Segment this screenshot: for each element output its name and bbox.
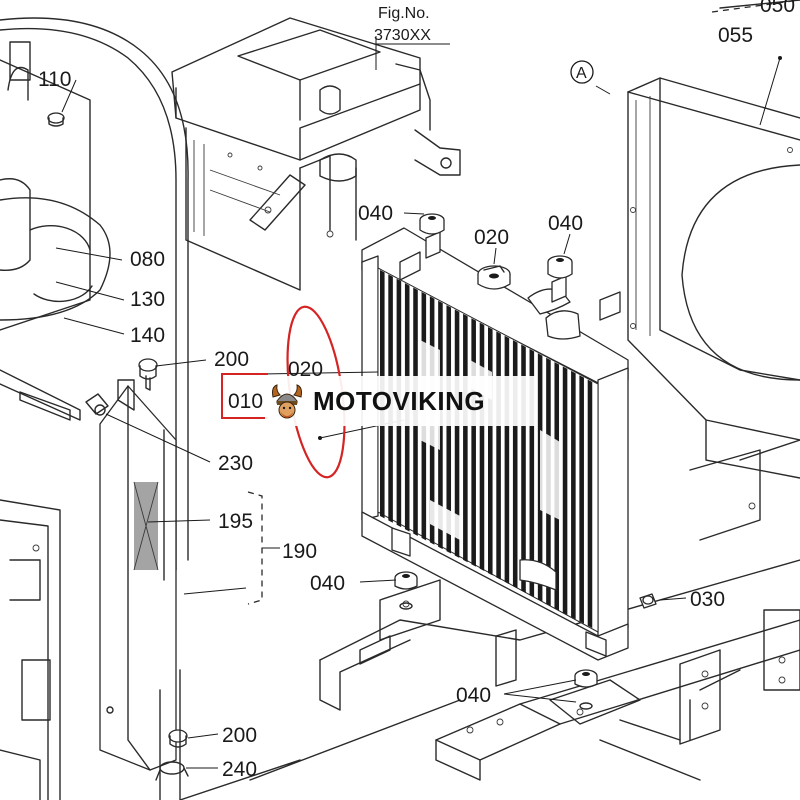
part-label-195: 195 xyxy=(218,510,253,533)
part-label-130: 130 xyxy=(130,288,165,311)
part-label-020-left: 020 xyxy=(288,358,323,381)
part-label-040-top-right: 040 xyxy=(548,212,583,235)
rubber-mount-bottom xyxy=(574,669,598,710)
bolt-200-upper xyxy=(138,358,158,391)
bolt-110 xyxy=(47,112,65,127)
fin-stripe xyxy=(504,335,510,585)
rubber-mount-top-right xyxy=(547,255,573,279)
brand-name: MOTOVIKING xyxy=(313,385,486,416)
part-label-140: 140 xyxy=(130,324,165,347)
watermark-banner: MOTOVIKING xyxy=(265,376,537,426)
part-label-055: 055 xyxy=(718,24,753,47)
part-label-040-bottom-left: 040 xyxy=(310,572,345,595)
viking-helmet-icon xyxy=(272,384,302,419)
part-label-010: 010 xyxy=(228,390,263,413)
fin-stripe xyxy=(471,318,476,567)
left-side-cover xyxy=(0,17,189,800)
rubber-mount-top-left xyxy=(419,213,445,235)
part-label-200-lower: 200 xyxy=(222,724,257,747)
part-label-110: 110 xyxy=(38,68,71,91)
part-label-190: 190 xyxy=(282,540,317,563)
part-label-240: 240 xyxy=(222,758,257,781)
drain-plug-030 xyxy=(639,593,657,609)
callout-a-letter: A xyxy=(576,65,587,82)
radiator-cap xyxy=(477,265,511,290)
fin-stripe xyxy=(488,327,493,576)
part-label-230: 230 xyxy=(218,452,253,475)
fin-stripe xyxy=(479,322,485,572)
callout-a: A xyxy=(570,60,594,84)
fig-label: Fig.No. xyxy=(378,5,430,22)
clamp-230 xyxy=(85,393,109,416)
part-label-030: 030 xyxy=(690,588,725,611)
part-label-200-upper: 200 xyxy=(214,348,249,371)
part-label-020-cap: 020 xyxy=(474,226,509,249)
fin-stripe xyxy=(562,366,568,615)
radiator xyxy=(361,227,629,661)
lower-frame xyxy=(159,439,800,800)
part-label-080: 080 xyxy=(130,248,165,271)
upper-bracket xyxy=(171,17,461,291)
bolt-200-lower xyxy=(168,729,188,748)
part-label-040-bottom: 040 xyxy=(456,684,491,707)
part-label-040-top-left: 040 xyxy=(358,202,393,225)
fan-shroud xyxy=(627,0,800,479)
fig-number: 3730XX xyxy=(374,27,431,44)
highlight-box xyxy=(221,373,268,419)
fin-stripe xyxy=(446,305,452,554)
part-label-050: 050 xyxy=(760,0,795,17)
fin-stripe xyxy=(579,375,584,624)
fin-stripe xyxy=(463,313,468,563)
fin-stripe xyxy=(587,379,593,629)
air-guide-plate xyxy=(99,379,177,771)
rubber-mount-bottom-left xyxy=(394,571,418,610)
group-bracket-190 xyxy=(247,491,280,605)
fin-stripe xyxy=(571,370,576,620)
fin-stripe xyxy=(454,309,460,558)
fin-stripe xyxy=(496,331,501,580)
